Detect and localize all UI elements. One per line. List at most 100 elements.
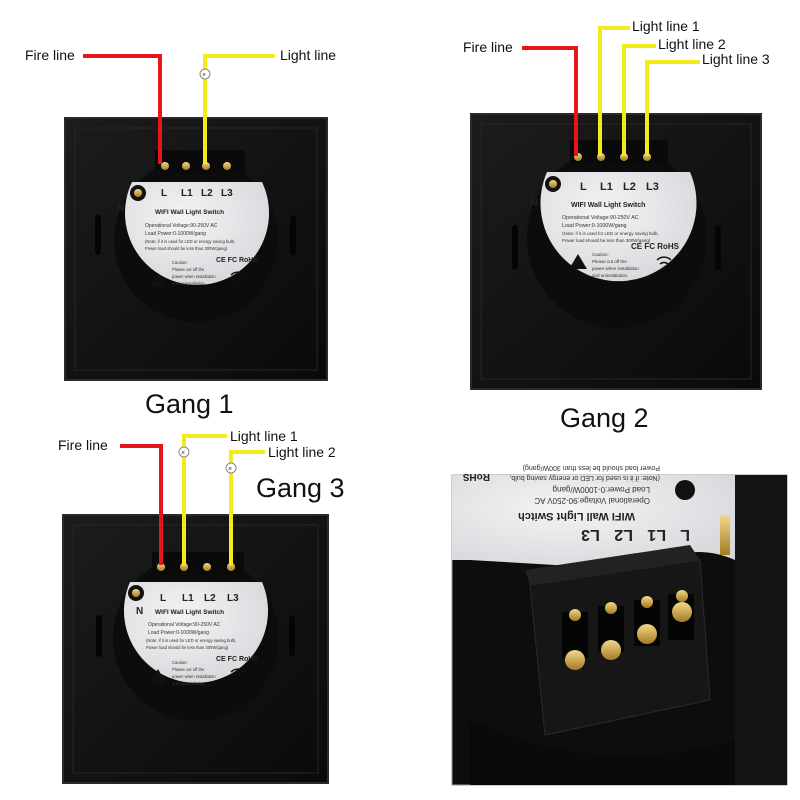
closeup-module-disc (452, 475, 735, 570)
closeup-photo: L L1 L2 L3 WIFI Wall Light Switch Operat… (451, 464, 788, 786)
caution-line: and uninstallation. (172, 281, 206, 286)
closeup-housing-bottom (470, 720, 735, 785)
terminal-block (152, 552, 244, 574)
fire-line-label: Fire line (463, 39, 513, 55)
fire-wire (522, 46, 578, 156)
spec-line: Load Power:0-1000W/gang (145, 231, 206, 237)
terminal-screw-l1 (182, 162, 190, 170)
mount-slot-right (289, 615, 295, 657)
terminal-block (155, 150, 245, 172)
fire-wire (120, 444, 163, 565)
terminal-screw-l (161, 162, 169, 170)
terminal-label-l: L (161, 188, 167, 199)
mount-slot-right (715, 225, 721, 270)
gang-title: Gang 1 (145, 389, 234, 419)
terminal-label-l1: L1 (181, 188, 193, 199)
neutral-label: N (117, 203, 124, 214)
mount-slot-left (512, 225, 518, 270)
terminal-label-l3: L3 (221, 188, 233, 199)
light-wire (203, 54, 275, 164)
gang-title: Gang 2 (560, 403, 649, 433)
spec-line: Load Power:0-1000W/gang (562, 223, 627, 229)
closeup-module-title: WIFI Wall Light Switch (518, 510, 635, 522)
terminal-label-l: L (580, 181, 587, 193)
light-wire (622, 44, 656, 156)
light-line-label: Light line 1 (230, 428, 298, 444)
lamp-symbol (225, 462, 237, 474)
spec-line: Power load should be less than 300W/gang… (145, 246, 228, 251)
light-wire (645, 60, 700, 156)
terminal-screw-l3 (223, 162, 231, 170)
brass-screw (672, 602, 692, 622)
wifi-icon-dot (236, 678, 240, 682)
fire-line-label: Fire line (58, 437, 108, 453)
caution-line: power when installation (172, 674, 216, 679)
closeup-spec-line: (Note: if it is used for LED or energy s… (509, 474, 660, 481)
wifi-icon-dot (236, 281, 240, 285)
caution-line: and uninstallation. (172, 681, 206, 686)
brass-screw (641, 596, 653, 608)
terminal-label-l2: L2 (204, 593, 216, 604)
closeup-spec-line: Operational Voltage:90-250V AC (534, 496, 650, 505)
brass-screw (601, 640, 621, 660)
lamp-symbol-x: × (181, 450, 185, 457)
neutral-label: N (530, 197, 538, 209)
closeup-spec-line: Load Power:0-1000W/gang (553, 485, 650, 494)
light-line-label: Light line (280, 47, 336, 63)
fire-line-label: Fire line (25, 47, 75, 63)
light-line-label: Light line 3 (702, 51, 770, 67)
spec-line: Operational Voltage:90-250V AC (148, 622, 221, 628)
closeup-brass-tab (720, 515, 730, 555)
light-line-label: Light line 2 (658, 36, 726, 52)
light-line-label: Light line 1 (632, 18, 700, 34)
wifi-icon (230, 271, 246, 280)
module-title: WIFI Wall Light Switch (155, 209, 224, 216)
warning-icon (569, 254, 587, 269)
closeup-terminal-top (525, 545, 700, 585)
caution-line: Caution: (172, 660, 188, 665)
caution-line: power when installation (172, 274, 216, 279)
terminal-label-l2: L2 (201, 188, 213, 199)
cert-marks: CE FC RoHS (216, 257, 258, 264)
fire-wire (83, 54, 162, 164)
terminal-label-l2: L2 (623, 181, 636, 193)
closeup-label-text: L L1 L2 L3 WIFI Wall Light Switch Operat… (462, 464, 690, 543)
terminal-label-l3: L3 (227, 593, 239, 604)
lamp-symbol-x: × (202, 72, 206, 79)
closeup-cert: RoHS (462, 471, 490, 482)
mount-slot-right (290, 215, 296, 255)
module-label-disc (123, 582, 268, 683)
spec-line: (Note: if it is used for LED or energy s… (562, 231, 659, 236)
caution-line: Please cut off the (172, 667, 205, 672)
wifi-icon (230, 668, 246, 677)
panel-inner-frame (72, 524, 319, 774)
terminal-label-l: L (160, 593, 166, 604)
panel-gang-3: N L L1 L2 L3 WIFI Wall Light Switch Oper… (58, 428, 345, 784)
light-wire (182, 434, 227, 565)
mount-slot-left (96, 615, 102, 657)
wifi-icon-dot (662, 266, 666, 270)
panel-gang-1: N L L1 L2 L3 WIFI Wall Light Switch Oper… (25, 47, 336, 419)
spec-line: (Note: if it is used for LED or energy s… (146, 638, 236, 643)
brass-screw (565, 650, 585, 670)
lamp-symbol (199, 68, 211, 80)
module-title: WIFI Wall Light Switch (155, 609, 224, 616)
gang-title: Gang 3 (256, 473, 345, 503)
terminal-block (570, 140, 668, 164)
module-label-disc (540, 172, 697, 282)
spec-line: Operational Voltage:90-250V AC (145, 223, 218, 229)
closeup-spec-line: Power load should be less than 300W/gang… (523, 464, 660, 471)
caution-line: Caution: (172, 260, 188, 265)
light-line-label: Light line 2 (268, 444, 336, 460)
light-wire (229, 450, 265, 565)
neutral-screw-head (132, 589, 140, 597)
caution-line: Please cut off the (172, 267, 205, 272)
cert-marks: CE FC RoHS (631, 242, 680, 251)
warning-icon (150, 273, 166, 287)
warning-icon (150, 669, 166, 683)
closeup-panel-edge (735, 475, 787, 785)
closeup-screws (562, 590, 694, 670)
caution-line: power when installation (592, 266, 639, 271)
spec-line: Load Power:0-1000W/gang (148, 630, 209, 636)
